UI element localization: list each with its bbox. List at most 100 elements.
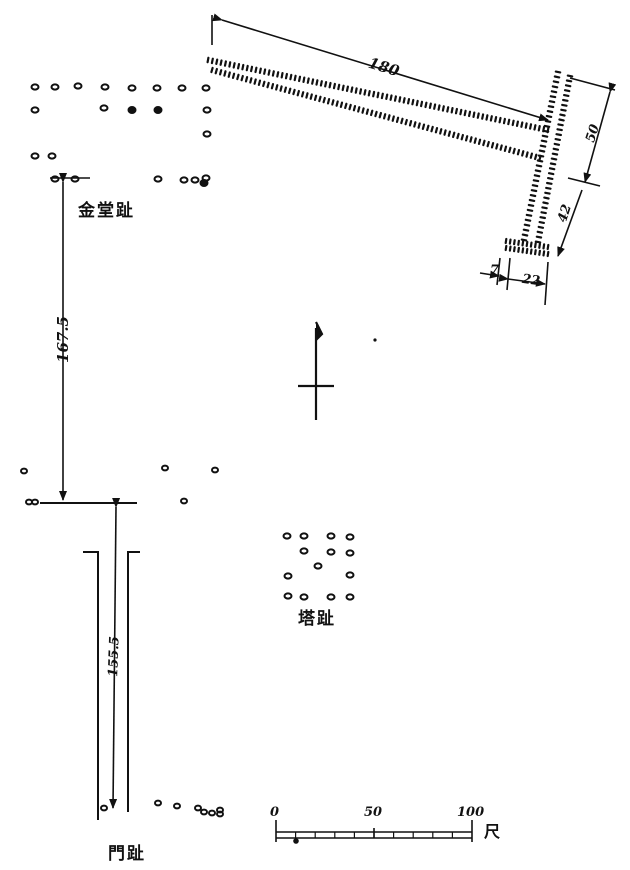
post-hole <box>153 106 163 114</box>
gallery-foundation-stone <box>311 78 315 85</box>
gallery-foundation-stone <box>564 84 572 88</box>
gallery-foundation-stone <box>443 129 447 136</box>
gallery-foundation-stone <box>332 82 336 90</box>
gallery-foundation-stone <box>521 150 525 157</box>
gallery-foundation-stone <box>536 230 544 234</box>
gallery-foundation-stone <box>560 108 567 112</box>
gallery-foundation-stone <box>557 123 564 127</box>
gallery-foundation-stone <box>374 110 378 118</box>
gallery-foundation-stone <box>545 181 553 185</box>
gallery-foundation-stone <box>481 113 485 120</box>
post-hole <box>31 498 39 506</box>
gate-corridor-walls <box>40 502 140 820</box>
gallery-foundation-stone <box>533 249 537 256</box>
gallery-foundation-stone <box>228 61 232 68</box>
gallery-foundation-stone <box>280 71 284 79</box>
post-hole <box>161 464 169 472</box>
post-hole <box>313 562 323 570</box>
gallery-foundation-stone <box>439 128 443 135</box>
dimension-7-22-lines <box>479 257 549 306</box>
scale-bar <box>275 820 473 844</box>
post-hole <box>345 549 355 557</box>
gallery-foundation-stone <box>529 152 534 159</box>
gallery-foundation-stone <box>547 105 555 109</box>
post-hole <box>200 808 208 816</box>
gallery-foundation-stone <box>257 79 262 87</box>
gallery-foundation-stone <box>267 69 271 76</box>
scale-tick-50: 50 <box>364 805 383 820</box>
gallery-foundation-stone <box>398 96 402 103</box>
gallery-foundation-stone <box>477 138 482 145</box>
gallery-foundation-stone <box>522 228 530 232</box>
post-hole <box>127 84 137 92</box>
gallery-foundation-stone <box>547 172 555 176</box>
gallery-foundation-stone <box>486 140 490 148</box>
gallery-foundation-stone <box>533 242 537 249</box>
gallery-foundation-stone <box>485 114 489 121</box>
gallery-foundation-stone <box>339 101 344 109</box>
gallery-foundation-stone <box>363 89 367 96</box>
post-hole <box>47 152 57 160</box>
dimension-167-5-line <box>50 173 90 501</box>
gallery-foundation-stone <box>534 240 542 244</box>
gallery-foundation-stone <box>404 118 408 126</box>
gallery-foundation-stone <box>245 64 249 72</box>
gallery-foundation-stone <box>383 113 387 120</box>
gallery-foundation-stone <box>301 91 305 98</box>
gallery-foundation-stone <box>504 237 508 245</box>
gallery-foundation-stone <box>214 67 218 75</box>
gallery-foundation-stone <box>554 70 562 74</box>
golden-hall-post-holes <box>30 82 212 187</box>
gallery-foundation-stone <box>508 238 512 245</box>
gallery-foundation-stone <box>227 71 231 78</box>
gallery-foundation-stone <box>459 108 463 116</box>
gallery-foundation-stone <box>503 145 508 152</box>
gallery-foundation-stone <box>420 100 424 108</box>
gallery-foundation-stone <box>535 164 543 168</box>
post-hole <box>208 809 216 817</box>
gallery-foundation-stone <box>433 103 437 110</box>
gallery-foundation-stone <box>563 89 571 93</box>
gallery-foundation-stone <box>241 63 245 71</box>
gallery-foundation-stone <box>253 78 257 85</box>
post-hole <box>30 152 40 160</box>
gallery-foundation-stone <box>550 157 558 161</box>
gallery-foundation-stone <box>437 104 441 111</box>
post-hole <box>201 84 211 92</box>
gallery-foundation-stone <box>407 97 411 105</box>
gallery-foundation-stone <box>309 93 313 100</box>
gallery-foundation-stone <box>231 72 236 80</box>
gallery-foundation-stone <box>426 124 430 132</box>
gallery-foundation-stone <box>352 104 357 112</box>
gate-label: 門趾 <box>108 844 146 864</box>
gallery-foundation-stone <box>530 189 538 193</box>
gallery-foundation-stone <box>395 116 400 124</box>
gallery-foundation-stone <box>528 198 536 202</box>
gallery-foundation-stone <box>538 221 546 224</box>
gallery-foundation-stone <box>219 69 223 76</box>
gallery-foundation-stone <box>544 119 552 123</box>
gallery-foundation-stone <box>335 100 339 107</box>
scale-tick-0: 0 <box>270 805 280 820</box>
gallery-foundation-stone <box>411 98 415 106</box>
post-hole <box>73 82 83 90</box>
dimension-180-line <box>211 13 549 122</box>
gallery-foundation-stone <box>495 143 499 150</box>
gallery-foundation-stone <box>546 109 554 114</box>
gallery-foundation-stone <box>525 151 529 158</box>
post-hole <box>177 84 187 92</box>
gallery-foundation-stone <box>548 167 556 171</box>
gallery-foundation-stone <box>476 112 480 119</box>
gallery-foundation-stone <box>244 75 249 83</box>
gallery-foundation-stone <box>533 153 538 161</box>
gallery-foundation-stone <box>542 129 550 133</box>
gallery-foundation-stone <box>499 144 503 151</box>
gallery-foundation-stone <box>298 75 302 83</box>
gallery-foundation-stone <box>413 121 417 128</box>
post-hole <box>299 547 309 555</box>
gallery-foundation-stone <box>534 169 542 173</box>
dimension-50-42-lines <box>557 77 617 257</box>
gallery-foundation-stone <box>512 246 516 253</box>
gallery-foundation-stone <box>223 70 227 77</box>
gallery-foundation-stone <box>378 111 382 119</box>
